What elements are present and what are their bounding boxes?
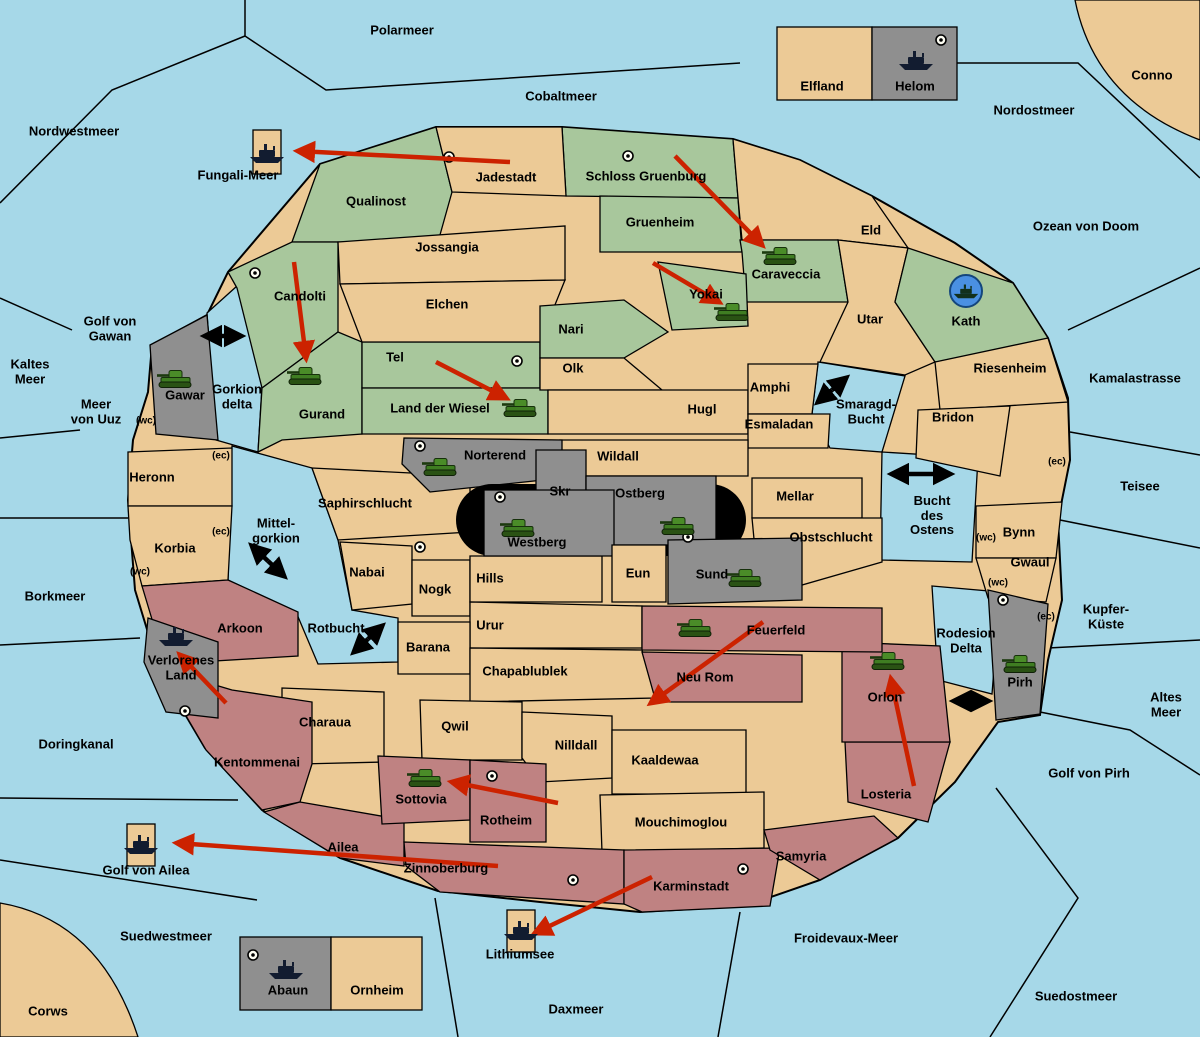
territory-mouchimoglou[interactable] bbox=[599, 791, 765, 853]
territory-nogk[interactable] bbox=[411, 559, 471, 617]
territory-qualinost[interactable] bbox=[291, 126, 453, 243]
city-zinnoberburg bbox=[567, 874, 579, 886]
territory-heronn[interactable] bbox=[127, 447, 233, 507]
territory-gwaul[interactable] bbox=[975, 557, 1057, 603]
territory-nari[interactable] bbox=[539, 299, 670, 359]
box-fungali-ship[interactable] bbox=[252, 129, 282, 175]
territory-samyria[interactable] bbox=[763, 815, 900, 881]
territory-rotheim[interactable] bbox=[469, 759, 547, 843]
city-tel bbox=[511, 355, 523, 367]
territory-sund[interactable] bbox=[667, 537, 803, 605]
box-ornheim[interactable] bbox=[330, 936, 423, 1011]
box-elfland[interactable] bbox=[776, 26, 873, 101]
city-rotheim bbox=[486, 770, 498, 782]
territory-schloss-gruenburg[interactable] bbox=[561, 126, 739, 199]
territory-wildall[interactable] bbox=[559, 439, 749, 477]
territory-bynn[interactable] bbox=[975, 501, 1063, 559]
territory-corws[interactable] bbox=[0, 902, 139, 1037]
territory-esmaladan[interactable] bbox=[747, 413, 831, 449]
city-nabai bbox=[414, 541, 426, 553]
territory-kaaldewaa[interactable] bbox=[611, 729, 747, 795]
territory-qwil[interactable] bbox=[419, 699, 523, 761]
city-karminstadt bbox=[737, 863, 749, 875]
territory-caraveccia[interactable] bbox=[739, 239, 849, 303]
city-abaun bbox=[247, 949, 259, 961]
territory-chapablublek[interactable] bbox=[469, 647, 657, 703]
territory-urur[interactable] bbox=[469, 601, 643, 649]
city-westberg bbox=[494, 491, 506, 503]
city-schloss-gruenburg bbox=[622, 150, 634, 162]
city-norterend bbox=[414, 440, 426, 452]
territory-bridon[interactable] bbox=[915, 405, 1011, 477]
territory-korbia[interactable] bbox=[127, 505, 233, 587]
territory-hugl[interactable] bbox=[547, 389, 749, 435]
city-candolti bbox=[249, 267, 261, 279]
two-way-arrows bbox=[199, 324, 994, 713]
territory-conno[interactable] bbox=[1074, 0, 1200, 141]
territory-nabai[interactable] bbox=[339, 541, 413, 611]
territory-amphi[interactable] bbox=[747, 363, 819, 415]
city-helom bbox=[935, 34, 947, 46]
city-verlorenes-land bbox=[179, 705, 191, 717]
territory-sottovia[interactable] bbox=[377, 755, 471, 825]
territory-riesenheim[interactable] bbox=[934, 337, 1069, 411]
territory-zinnoberburg[interactable] bbox=[403, 841, 625, 905]
units bbox=[124, 51, 1037, 979]
territory-feuerfeld[interactable] bbox=[641, 605, 883, 653]
territory-eld[interactable] bbox=[732, 138, 910, 249]
move-arrows bbox=[171, 140, 917, 936]
box-ailea-ship[interactable] bbox=[126, 823, 156, 867]
territory-elchen[interactable] bbox=[339, 279, 566, 343]
territory-barana[interactable] bbox=[397, 621, 471, 675]
territory-eun[interactable] bbox=[611, 544, 667, 603]
city-pirh bbox=[997, 594, 1009, 606]
territory-hills[interactable] bbox=[469, 555, 603, 603]
territory-mellar[interactable] bbox=[751, 477, 863, 519]
